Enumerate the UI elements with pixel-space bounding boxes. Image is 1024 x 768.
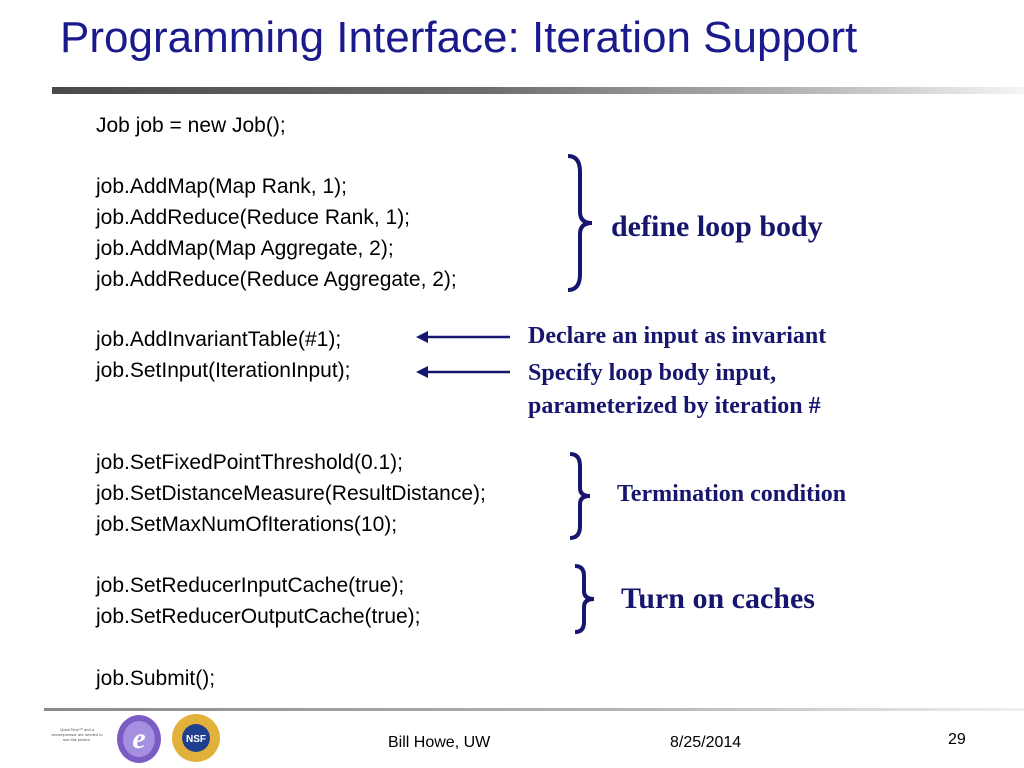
code-line: job.AddMap(Map Rank, 1); [96, 175, 347, 198]
annotation-invariant: Declare an input as invariant [528, 323, 827, 349]
quicktime-notice: QuickTime™ and a decompressor are needed… [51, 728, 103, 742]
caches-brace [574, 564, 595, 634]
code-line: Job job = new Job(); [96, 114, 286, 137]
code-line: job.SetMaxNumOfIterations(10); [96, 513, 398, 536]
slide-number: 29 [948, 731, 966, 748]
code-line: job.SetReducerOutputCache(true); [96, 605, 421, 628]
loop-input-arrow [416, 366, 510, 378]
slide-title: Programming Interface: Iteration Support [60, 13, 858, 62]
annotation-loop-input-line2: parameterized by iteration # [528, 393, 821, 419]
title-underline [52, 87, 1024, 94]
quicktime-placeholder: QuickTime™ and a decompressor are needed… [48, 728, 106, 750]
code-line: job.SetReducerInputCache(true); [96, 574, 405, 597]
annotation-termination: Termination condition [617, 481, 847, 507]
footer-author: Bill Howe, UW [388, 734, 491, 751]
code-line: job.AddReduce(Reduce Rank, 1); [96, 206, 411, 229]
code-line: job.AddInvariantTable(#1); [96, 328, 342, 351]
escience-logo: e [117, 715, 161, 763]
code-line: job.SetDistanceMeasure(ResultDistance); [96, 482, 486, 505]
footer-date: 8/25/2014 [670, 734, 742, 751]
code-line: job.AddMap(Map Aggregate, 2); [96, 237, 394, 260]
footer-rule [44, 708, 1024, 711]
loop-body-brace [567, 154, 593, 292]
code-line: job.AddReduce(Reduce Aggregate, 2); [96, 268, 457, 291]
termination-brace [569, 452, 591, 540]
code-line: job.SetFixedPointThreshold(0.1); [96, 451, 403, 474]
svg-text:e: e [132, 722, 145, 755]
nsf-logo: NSF [172, 714, 220, 762]
svg-text:NSF: NSF [186, 734, 206, 745]
annotation-define-loop-body: define loop body [611, 210, 823, 243]
annotation-caches: Turn on caches [621, 582, 815, 615]
annotation-loop-input-line1: Specify loop body input, [528, 360, 777, 386]
code-line: job.SetInput(IterationInput); [96, 359, 351, 382]
invariant-arrow [416, 331, 510, 343]
code-line: job.Submit(); [96, 667, 216, 690]
